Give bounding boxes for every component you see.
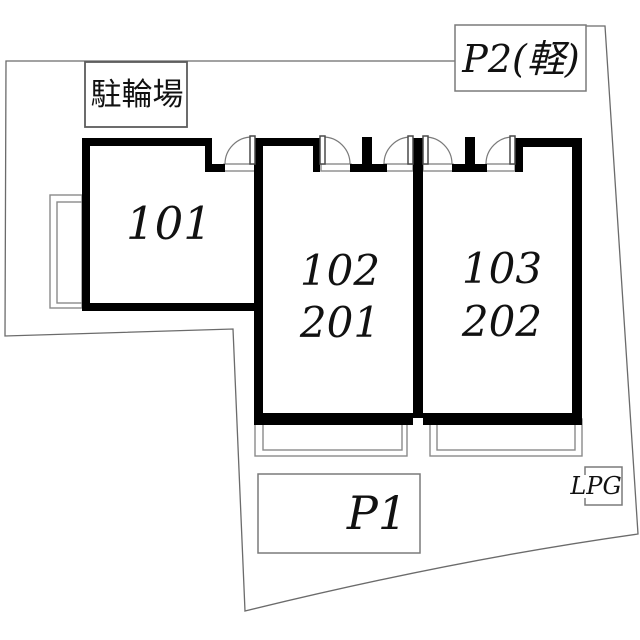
bicycle-parking-box (84, 61, 188, 128)
wall-stub-103 (465, 137, 475, 172)
balcony-103 (429, 418, 583, 457)
wall-divider-102-103 (413, 138, 423, 418)
door-leaf-102 (319, 135, 326, 165)
unit-101-label: 101 (126, 197, 212, 250)
parking-p1-box (257, 473, 421, 554)
wall-left (82, 138, 90, 311)
unit-202-label: 202 (461, 297, 542, 346)
lpg-label: LPG (569, 472, 621, 500)
wall-top-102 (254, 138, 320, 146)
threshold-202 (485, 163, 516, 172)
threshold-201 (383, 163, 414, 172)
threshold-101 (223, 163, 257, 172)
wall-divider-101-102 (254, 138, 263, 425)
wall-top-103 (515, 138, 582, 147)
door-leaf-103 (422, 135, 429, 165)
bicycle-parking-label: 駐輪場 (91, 77, 184, 113)
door-arc-202 (485, 136, 514, 165)
door-arc-103 (424, 136, 453, 165)
unit-102-label: 102 (300, 246, 380, 295)
door-leaf-101 (249, 135, 256, 165)
parking-p2-label: P2(軽) (461, 37, 579, 81)
door-arc-201 (383, 136, 412, 165)
unit-103-label: 103 (462, 244, 542, 293)
entrance-doors (224, 135, 516, 165)
door-arc-101 (224, 136, 253, 165)
wall-step-101 (205, 138, 212, 172)
wall-porch-101 (212, 164, 225, 172)
site-boundary (4, 25, 639, 612)
veranda-101 (49, 194, 83, 309)
wall-top-101 (82, 138, 212, 146)
door-leaf-201 (407, 135, 414, 165)
lpg-label-backing (572, 475, 619, 498)
building-walls (82, 137, 582, 425)
wall-stub-102 (362, 137, 372, 172)
wall-bottom-103 (423, 413, 582, 425)
wall-step-102 (313, 138, 320, 172)
door-arc-102 (322, 136, 351, 165)
unit-labels: 101 102 201 103 202 (126, 197, 542, 347)
wall-bottom-102 (254, 413, 413, 425)
wall-bottom-101 (82, 303, 263, 311)
wall-right (572, 138, 582, 425)
threshold-103 (422, 163, 454, 172)
parking-p1-label: P1 (346, 486, 407, 540)
wall-step-103 (515, 138, 523, 172)
unit-201-label: 201 (299, 298, 380, 347)
door-leaf-202 (509, 135, 516, 165)
veranda-inner-line (56, 201, 83, 304)
threshold-102 (320, 163, 352, 172)
parking-p2-box (454, 24, 587, 92)
